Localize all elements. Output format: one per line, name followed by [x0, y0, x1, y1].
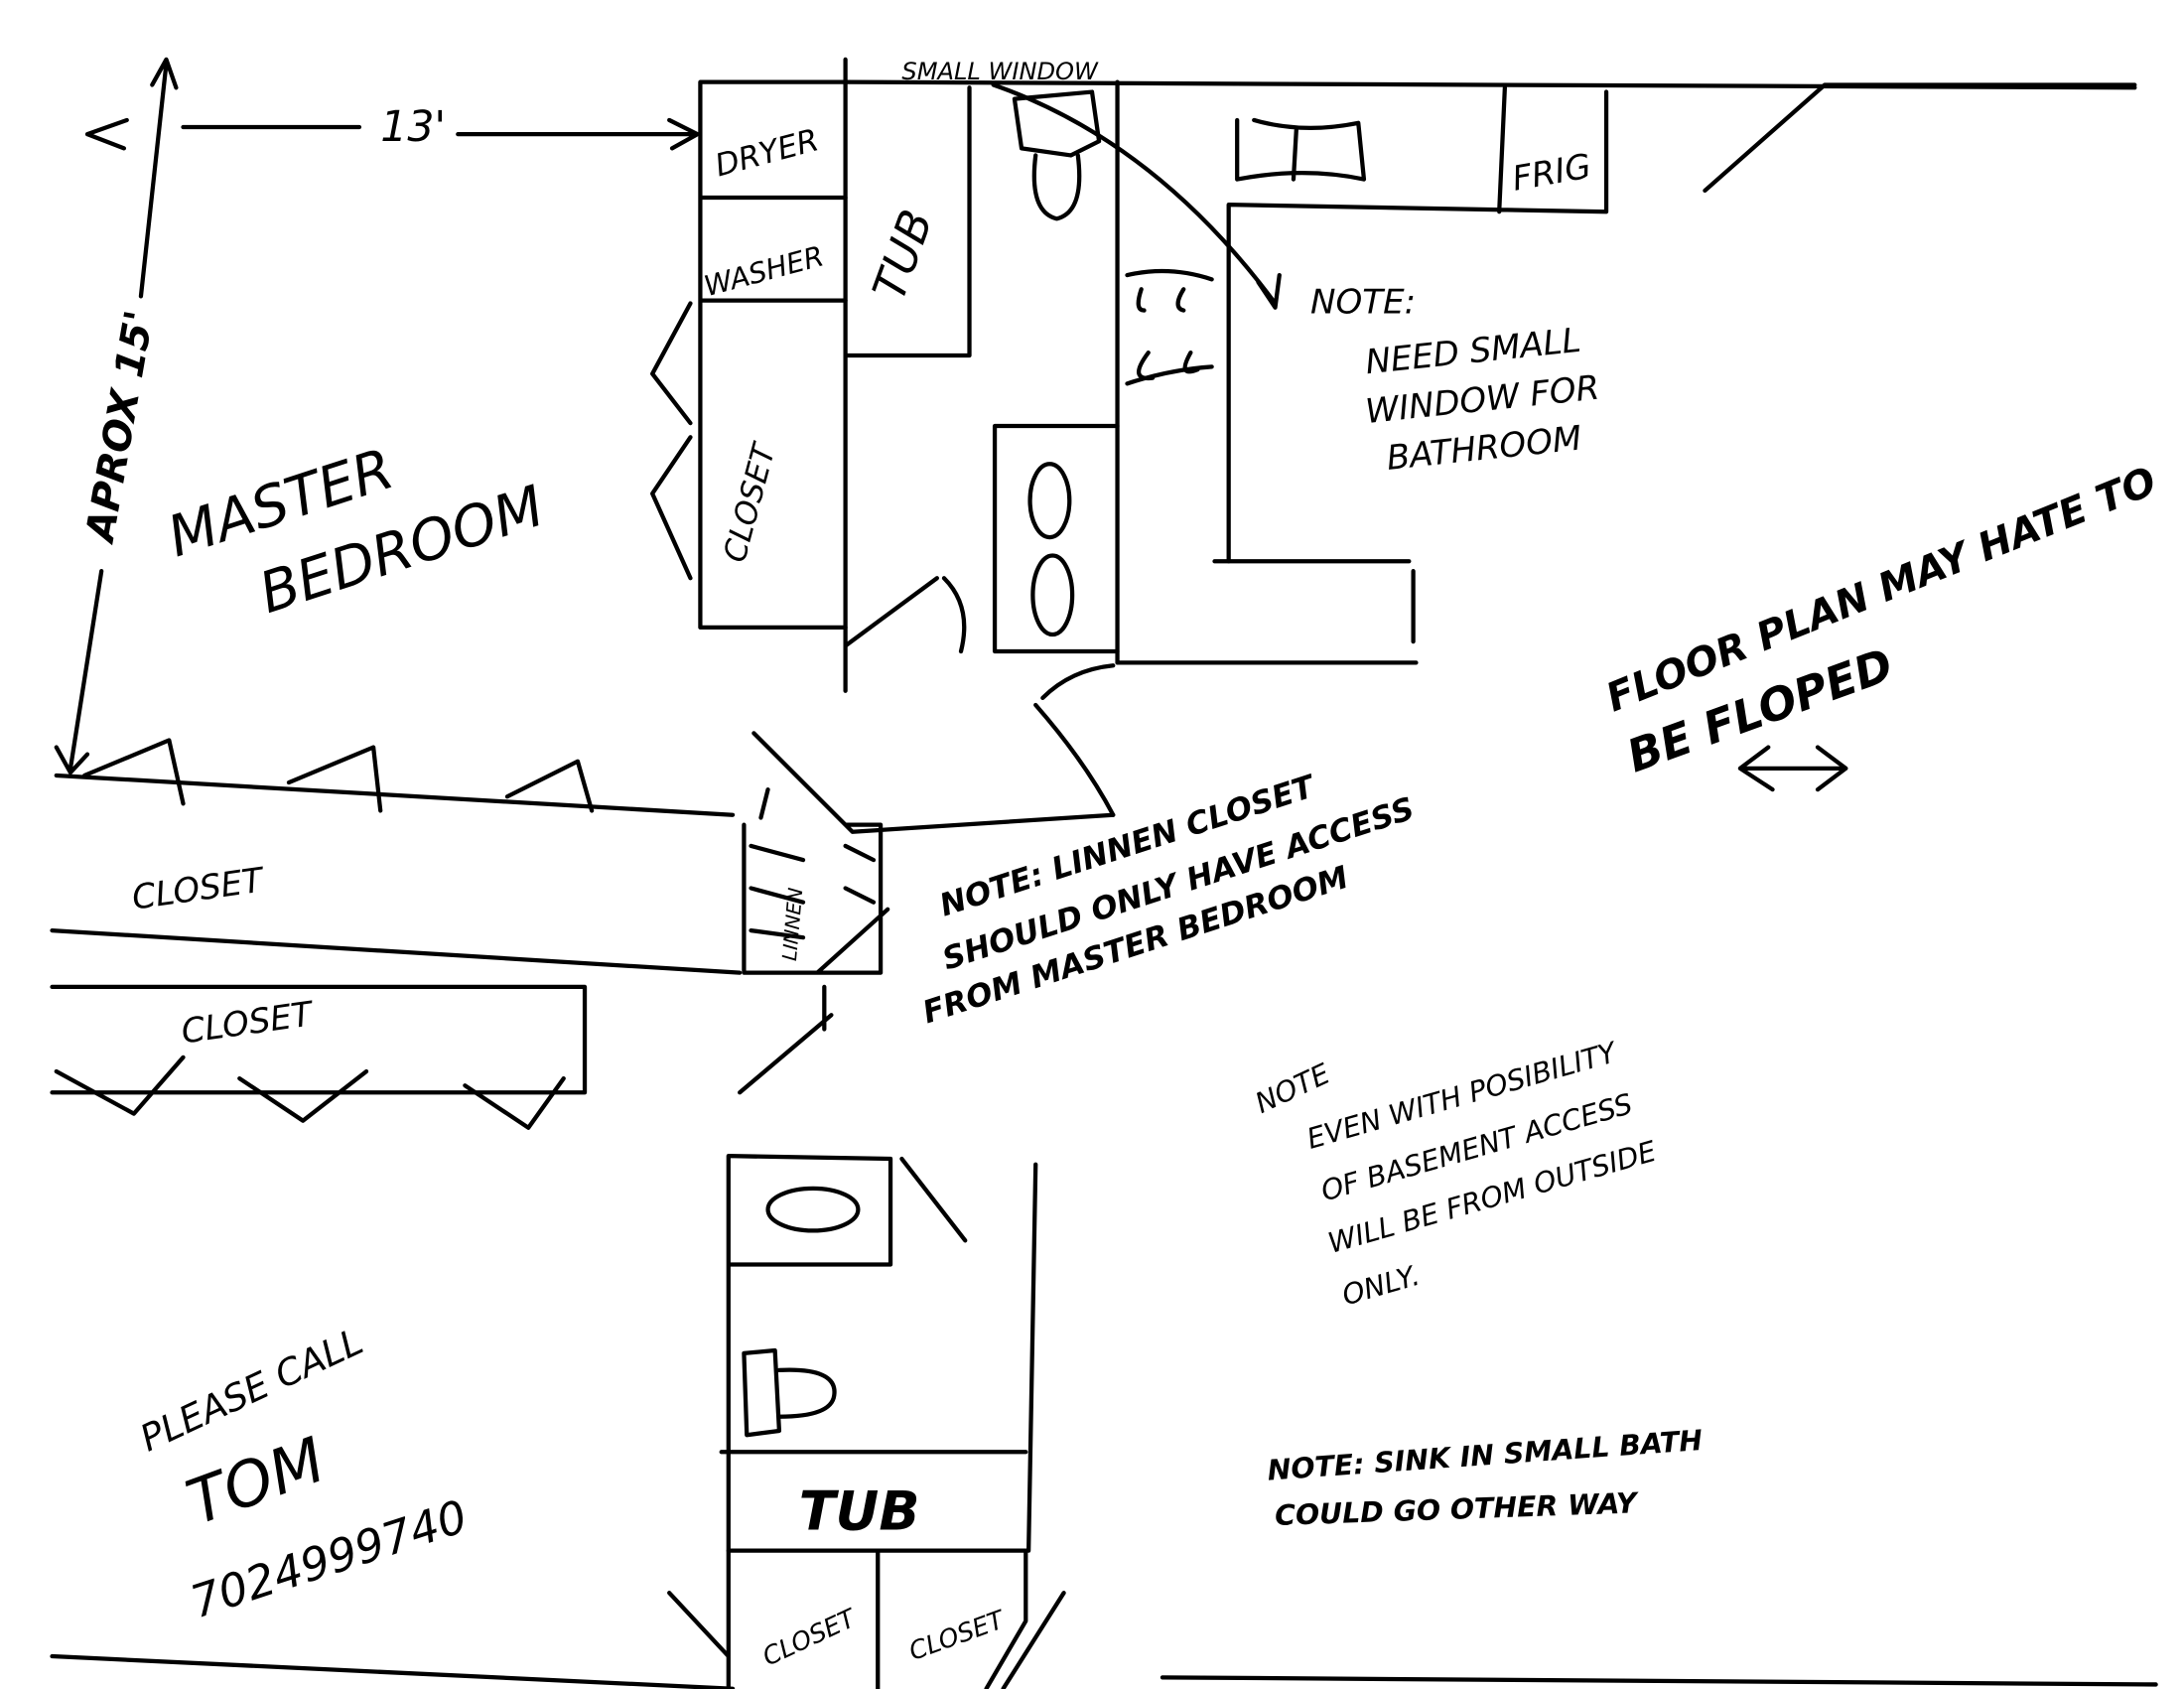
small-window-label: SMALL WINDOW: [901, 58, 1099, 85]
window-note-line: NOTE:: [1310, 282, 1416, 322]
hall-lines: [50, 773, 743, 1095]
depth-dimension-label: APROX 15': [77, 307, 164, 547]
closet-hall-2-label: CLOSET: [179, 994, 318, 1052]
stove-burners-icon: [1125, 268, 1214, 386]
toilet-lower-icon: [742, 1347, 837, 1438]
bottom-exterior-wall: [50, 1653, 2158, 1689]
window-note: NOTE: NEED SMALL WINDOW FOR BATHROOM: [1310, 282, 1601, 478]
closet-vertical-label: CLOSET: [717, 438, 783, 566]
sink-note-line: NOTE: SINK IN SMALL BATH: [1267, 1424, 1705, 1487]
sink-note-line: COULD GO OTHER WAY: [1275, 1486, 1640, 1532]
window-note-line: BATHROOM: [1385, 419, 1583, 479]
linen-closet-label: LINNEN: [778, 887, 807, 962]
basement-note-line: ONLY.: [1338, 1259, 1423, 1313]
tub-box: [843, 85, 972, 358]
contact-name: TOM: [178, 1423, 335, 1539]
linen-note-arrow: [1033, 663, 1116, 817]
closet-hall-1-label: CLOSET: [130, 860, 269, 917]
linen-closet: [738, 731, 1116, 1095]
closet-bottom-1-label: CLOSET: [758, 1603, 863, 1672]
frig-label: FRIG: [1509, 147, 1593, 200]
vanity-box: [992, 423, 1120, 654]
closet-bottom-2-label: CLOSET: [905, 1605, 1011, 1667]
kitchen-lower: [1115, 559, 1419, 665]
basement-note: NOTE EVEN WITH POSIBILITY OF BASEMENT AC…: [1250, 1036, 1660, 1313]
linen-note: NOTE: LINNEN CLOSET SHOULD ONLY HAVE ACC…: [918, 769, 1419, 1032]
fixtures: [742, 89, 1214, 1438]
laundry-column: [698, 79, 848, 631]
closet-bifold-doors: [650, 301, 693, 581]
hall-closet-doors-bottom: [54, 1055, 566, 1130]
dryer-label: DRYER: [712, 122, 823, 184]
dimension-arrow-depth-up: [138, 57, 179, 299]
sink-upper-1-icon: [1027, 462, 1072, 540]
width-dimension-label: 13': [380, 102, 446, 152]
dimension-arrow-depth: [54, 569, 104, 775]
sink-lower-icon: [765, 1186, 861, 1233]
washer-label: WASHER: [701, 239, 827, 303]
flop-double-arrow: [1737, 745, 1848, 792]
toilet-upper-icon: [1012, 89, 1102, 221]
bottom-closets: [667, 1548, 1066, 1689]
sink-note: NOTE: SINK IN SMALL BATH COULD GO OTHER …: [1267, 1424, 1705, 1532]
kitchen-sink: [1235, 117, 1367, 182]
tub-lower-label: TUB: [799, 1479, 920, 1542]
contact-line: PLEASE CALL: [134, 1320, 369, 1460]
tub-upper-label: TUB: [863, 204, 943, 308]
dimension-arrow-width: [84, 117, 700, 151]
contact-note: PLEASE CALL TOM 7024999740: [134, 1320, 474, 1628]
kitchen-counter: [1226, 85, 1609, 564]
arrows: [54, 57, 1848, 817]
hall-closet-doors-top: [82, 738, 595, 813]
walls: [50, 57, 2158, 1689]
bath-door: [843, 576, 967, 654]
flop-note: FLOOR PLAN MAY HATE TO BE FLOPED: [1600, 459, 2163, 783]
basement-note-line: NOTE: [1250, 1057, 1334, 1120]
window-note-arrow: [991, 82, 1282, 310]
sink-upper-2-icon: [1030, 553, 1075, 637]
corner-diagonal-wall: [1703, 82, 2137, 194]
